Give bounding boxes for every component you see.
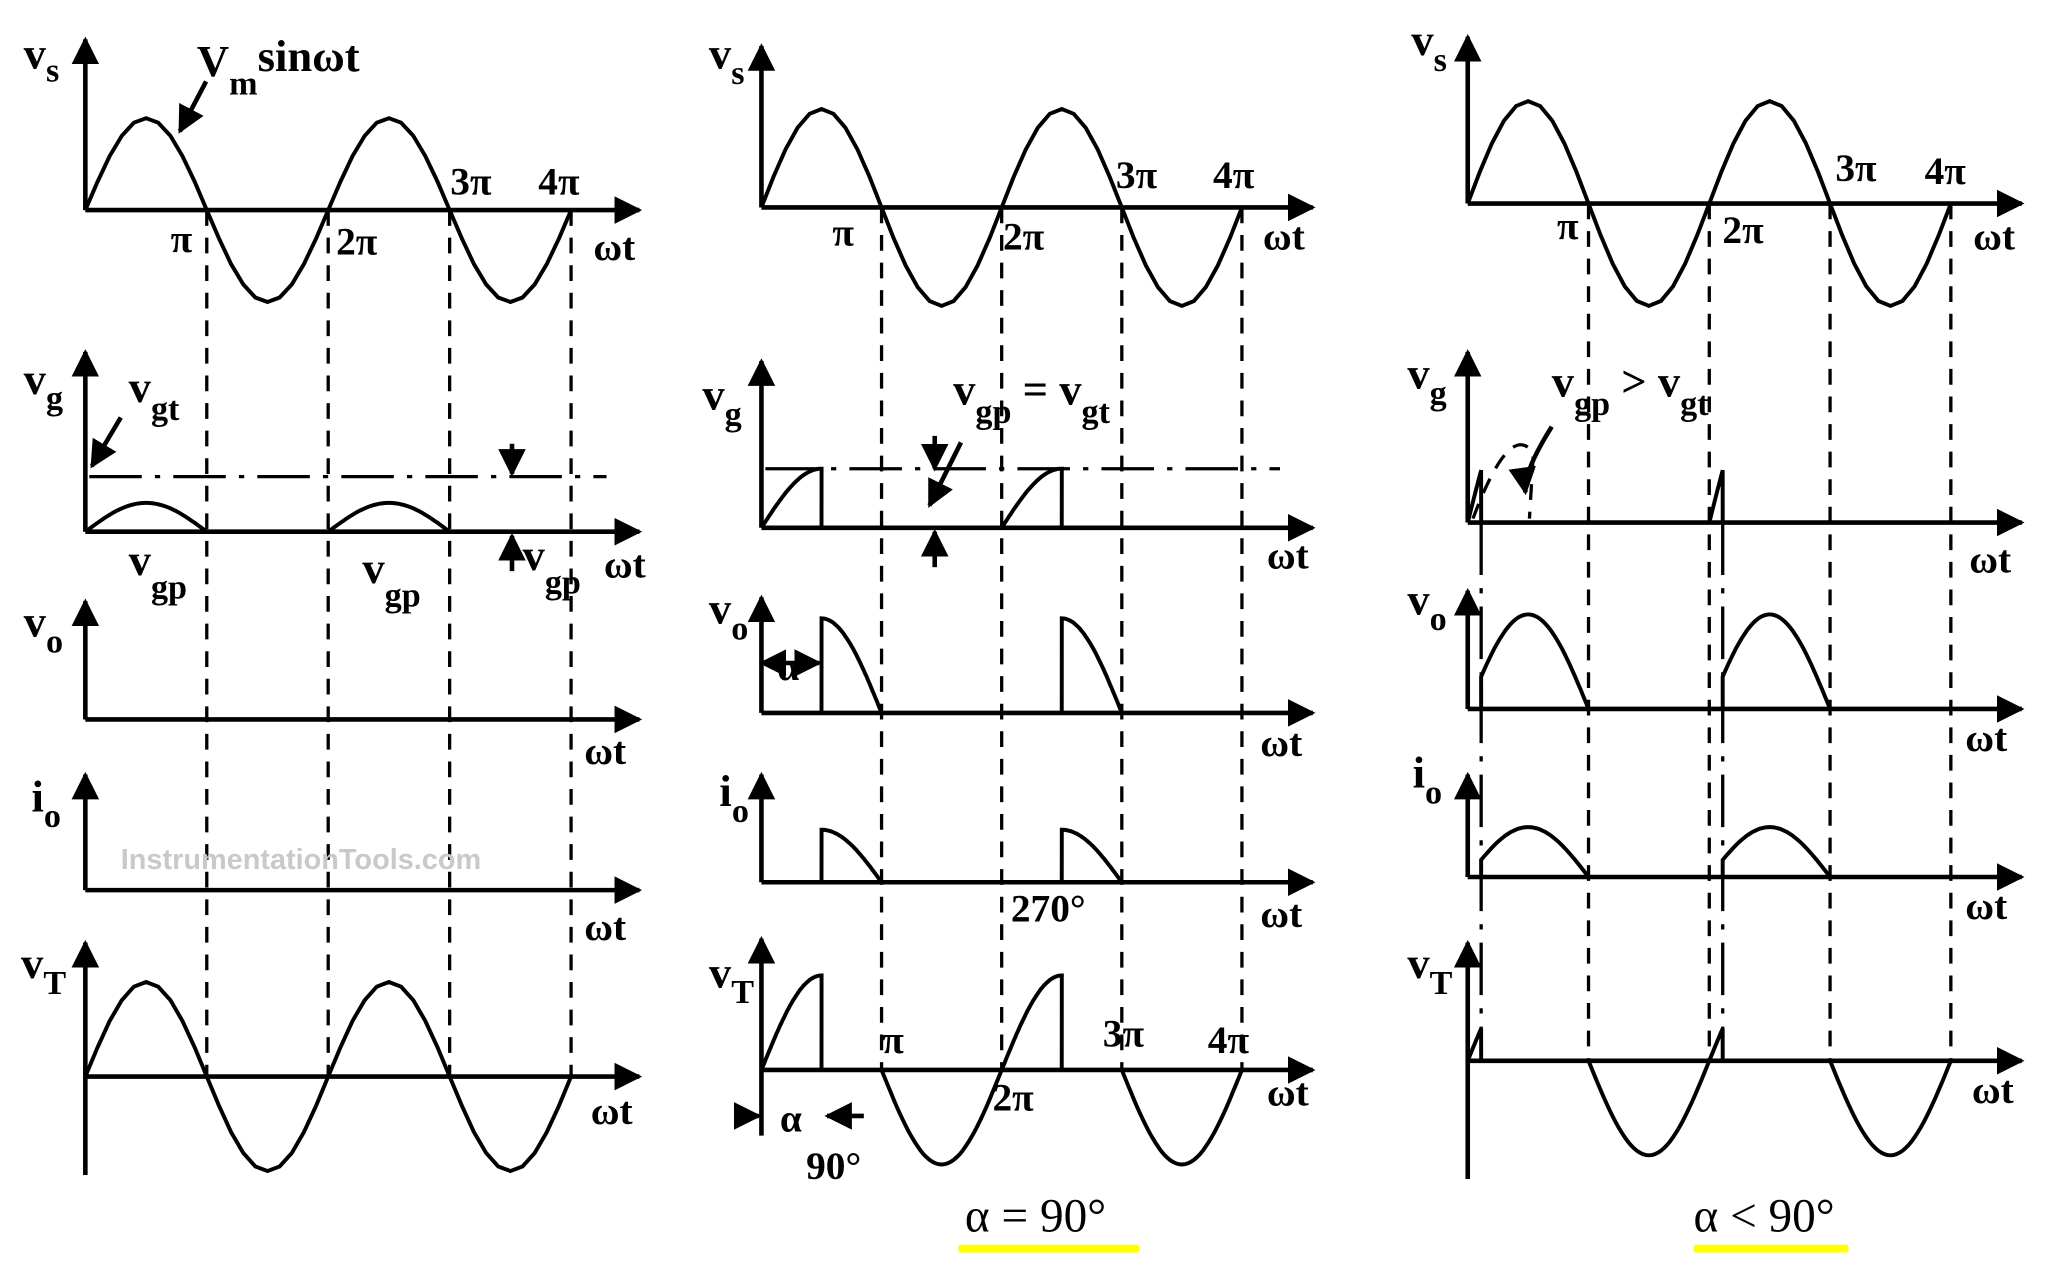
middle-panel-labels: vs π 2π 3π 4π ωt vg vgp = vgt ωt vo α ωt… <box>702 28 1308 1242</box>
io-waveform <box>1479 825 1832 879</box>
tick-2pi: 2π <box>1003 214 1045 258</box>
alpha-label: α <box>777 645 799 689</box>
vg-axis-label: vg <box>702 370 741 434</box>
vgt-pointer-arrow <box>89 416 123 469</box>
wt-label: ωt <box>1972 1068 2014 1112</box>
io-axis-label: io <box>32 771 61 835</box>
vs-axis-label: vs <box>1411 15 1447 79</box>
vT-waveform <box>83 979 573 1174</box>
vT-waveform <box>1465 1027 1953 1158</box>
vm-sinwt-label: Vmsinωt <box>197 31 360 103</box>
vt-axis-label: vT <box>709 947 754 1011</box>
vo-axis-label: vo <box>1407 574 1446 638</box>
vs-axis-label: vs <box>709 28 745 92</box>
wt-label: ωt <box>1260 721 1302 765</box>
wt-label: ωt <box>1965 884 2007 928</box>
vgp-label: vgp <box>362 543 420 615</box>
tick-pi: π <box>882 1018 904 1062</box>
wt-label: ωt <box>584 905 626 949</box>
vg-waveform <box>1465 469 1725 524</box>
vg-waveform <box>759 466 1064 529</box>
waveform-geometry <box>71 34 2025 1253</box>
vg-axis-label: vg <box>1407 349 1446 413</box>
caption-highlight <box>958 1244 1140 1253</box>
wt-label: ωt <box>604 543 646 587</box>
wt-label: ωt <box>1267 1070 1309 1114</box>
tick-2pi: 2π <box>1722 208 1764 252</box>
vo-axis-label: vo <box>709 584 748 648</box>
angle-90-label: 90° <box>806 1144 861 1188</box>
vT-waveform <box>759 973 1244 1167</box>
vg-waveform <box>84 500 451 534</box>
wt-label: ωt <box>591 1089 633 1133</box>
vo-waveform <box>819 616 1124 714</box>
tick-3pi: 3π <box>1116 153 1158 197</box>
vm-pointer-arrow <box>177 80 209 134</box>
vgp-label: vgp <box>129 535 187 607</box>
vgp-pointer-arrow <box>927 441 964 508</box>
vo-waveform <box>1479 612 1832 710</box>
wt-label: ωt <box>1263 214 1305 258</box>
vg-axis-label: vg <box>24 354 63 418</box>
tick-4pi: 4π <box>538 159 580 203</box>
tick-2pi: 2π <box>336 220 378 264</box>
vo-axis-label: vo <box>24 597 63 661</box>
wt-label: ωt <box>593 225 635 269</box>
tick-3pi: 3π <box>1103 1011 1145 1055</box>
tick-pi: π <box>832 211 854 255</box>
wt-label: ωt <box>1260 892 1302 936</box>
angle-270-label: 270° <box>1011 887 1086 931</box>
tick-4pi: 4π <box>1925 149 1967 193</box>
vgp-equals-vgt-label: vgp = vgt <box>953 364 1110 430</box>
vt-axis-label: vT <box>21 938 66 1002</box>
tick-pi: π <box>171 217 193 261</box>
vs-axis-label: vs <box>24 28 60 89</box>
caption-alpha-less-90: α < 90° <box>1694 1190 1835 1242</box>
tick-4pi: 4π <box>1213 153 1255 197</box>
left-panel-labels: vs Vmsinωt π 2π 3π 4π ωt vg vgt vgp vgp … <box>21 28 646 1133</box>
vt-axis-label: vT <box>1407 938 1452 1002</box>
wt-label: ωt <box>1267 533 1309 577</box>
vgp-pointer-arrow <box>1508 425 1554 496</box>
tick-2pi: 2π <box>992 1076 1034 1120</box>
io-axis-label: io <box>1413 748 1442 812</box>
vgp-label: vgp <box>523 530 581 602</box>
tick-pi: π <box>1557 204 1579 248</box>
alpha-label: α <box>780 1097 802 1141</box>
wt-label: ωt <box>584 729 626 773</box>
caption-alpha-90: α = 90° <box>965 1190 1106 1242</box>
vgp-greater-vgt-label: vgp > vgt <box>1552 357 1709 423</box>
wt-label: ωt <box>1965 716 2007 760</box>
tick-3pi: 3π <box>1835 146 1877 190</box>
watermark: InstrumentationTools.com <box>121 844 481 876</box>
wt-label: ωt <box>1969 537 2011 581</box>
tick-4pi: 4π <box>1208 1018 1250 1062</box>
caption-highlight <box>1693 1244 1849 1253</box>
io-axis-label: io <box>719 766 748 830</box>
right-panel-labels: vs π 2π 3π 4π ωt vg vgp > vgt ωt vo ωt i… <box>1407 15 2015 1242</box>
tick-3pi: 3π <box>450 159 492 203</box>
wt-label: ωt <box>1973 214 2015 258</box>
vgt-label: vgt <box>129 362 180 428</box>
io-waveform <box>819 827 1124 884</box>
